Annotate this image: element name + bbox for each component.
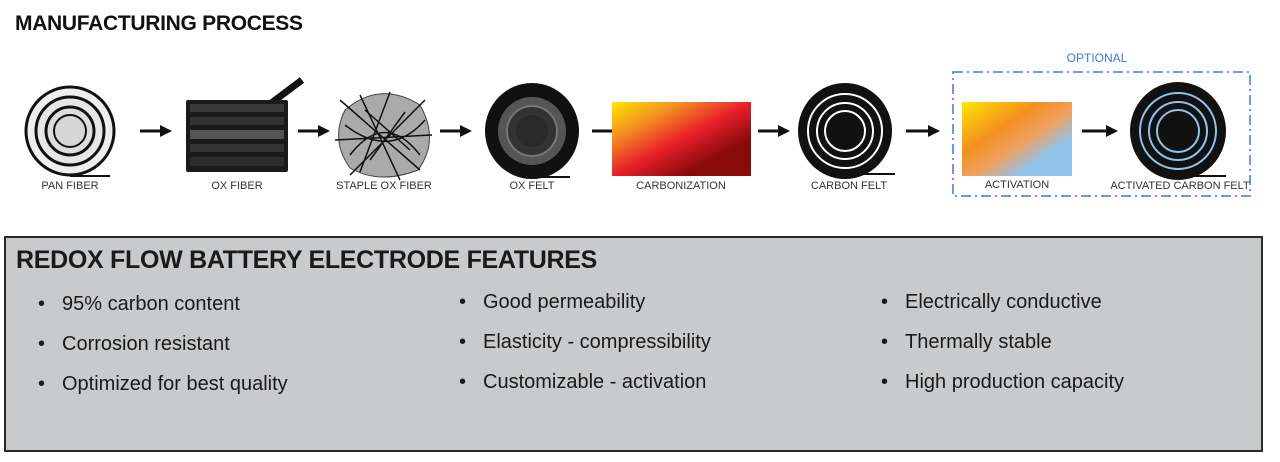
feature-item: Elasticity - compressibility: [459, 330, 711, 370]
feature-item: Good permeability: [459, 290, 711, 330]
feature-item: Thermally stable: [881, 330, 1124, 370]
ox-fiber-icon: [186, 77, 305, 172]
optional-label: OPTIONAL: [1067, 51, 1128, 65]
pan-fiber-icon: [24, 85, 116, 177]
staple-ox-fiber-icon: [334, 91, 433, 181]
feature-item: Electrically conductive: [881, 290, 1124, 330]
step-label: PAN FIBER: [41, 180, 98, 192]
step-label: STAPLE OX FIBER: [336, 180, 432, 192]
feature-item: 95% carbon content: [38, 292, 288, 332]
activation-icon: [962, 102, 1072, 176]
features-column-3: Electrically conductive Thermally stable…: [881, 290, 1124, 410]
features-column-1: 95% carbon content Corrosion resistant O…: [38, 292, 288, 412]
step-label: CARBONIZATION: [636, 180, 726, 192]
feature-item: Optimized for best quality: [38, 372, 288, 412]
carbon-felt-icon: [798, 83, 895, 179]
feature-item: High production capacity: [881, 370, 1124, 410]
step-label: ACTIVATED CARBON FELT: [1110, 180, 1250, 192]
step-label: OX FIBER: [211, 180, 262, 192]
step-label: CARBON FELT: [811, 180, 887, 192]
step-label: OX FELT: [509, 180, 554, 192]
feature-item: Corrosion resistant: [38, 332, 288, 372]
ox-felt-icon: [485, 83, 579, 179]
step-label: ACTIVATION: [985, 179, 1049, 191]
carbonization-icon: [612, 102, 751, 176]
manufacturing-process-title: MANUFACTURING PROCESS: [15, 12, 303, 35]
features-panel: REDOX FLOW BATTERY ELECTRODE FEATURES 95…: [4, 236, 1263, 452]
features-title: REDOX FLOW BATTERY ELECTRODE FEATURES: [16, 246, 598, 274]
feature-item: Customizable - activation: [459, 370, 711, 410]
activated-carbon-felt-icon: [1130, 82, 1226, 180]
features-column-2: Good permeability Elasticity - compressi…: [459, 290, 711, 410]
process-diagram: PAN FIBER OX FIBER STAPLE OX FIBER OX FE…: [24, 51, 1251, 197]
optional-box: [952, 71, 1251, 197]
